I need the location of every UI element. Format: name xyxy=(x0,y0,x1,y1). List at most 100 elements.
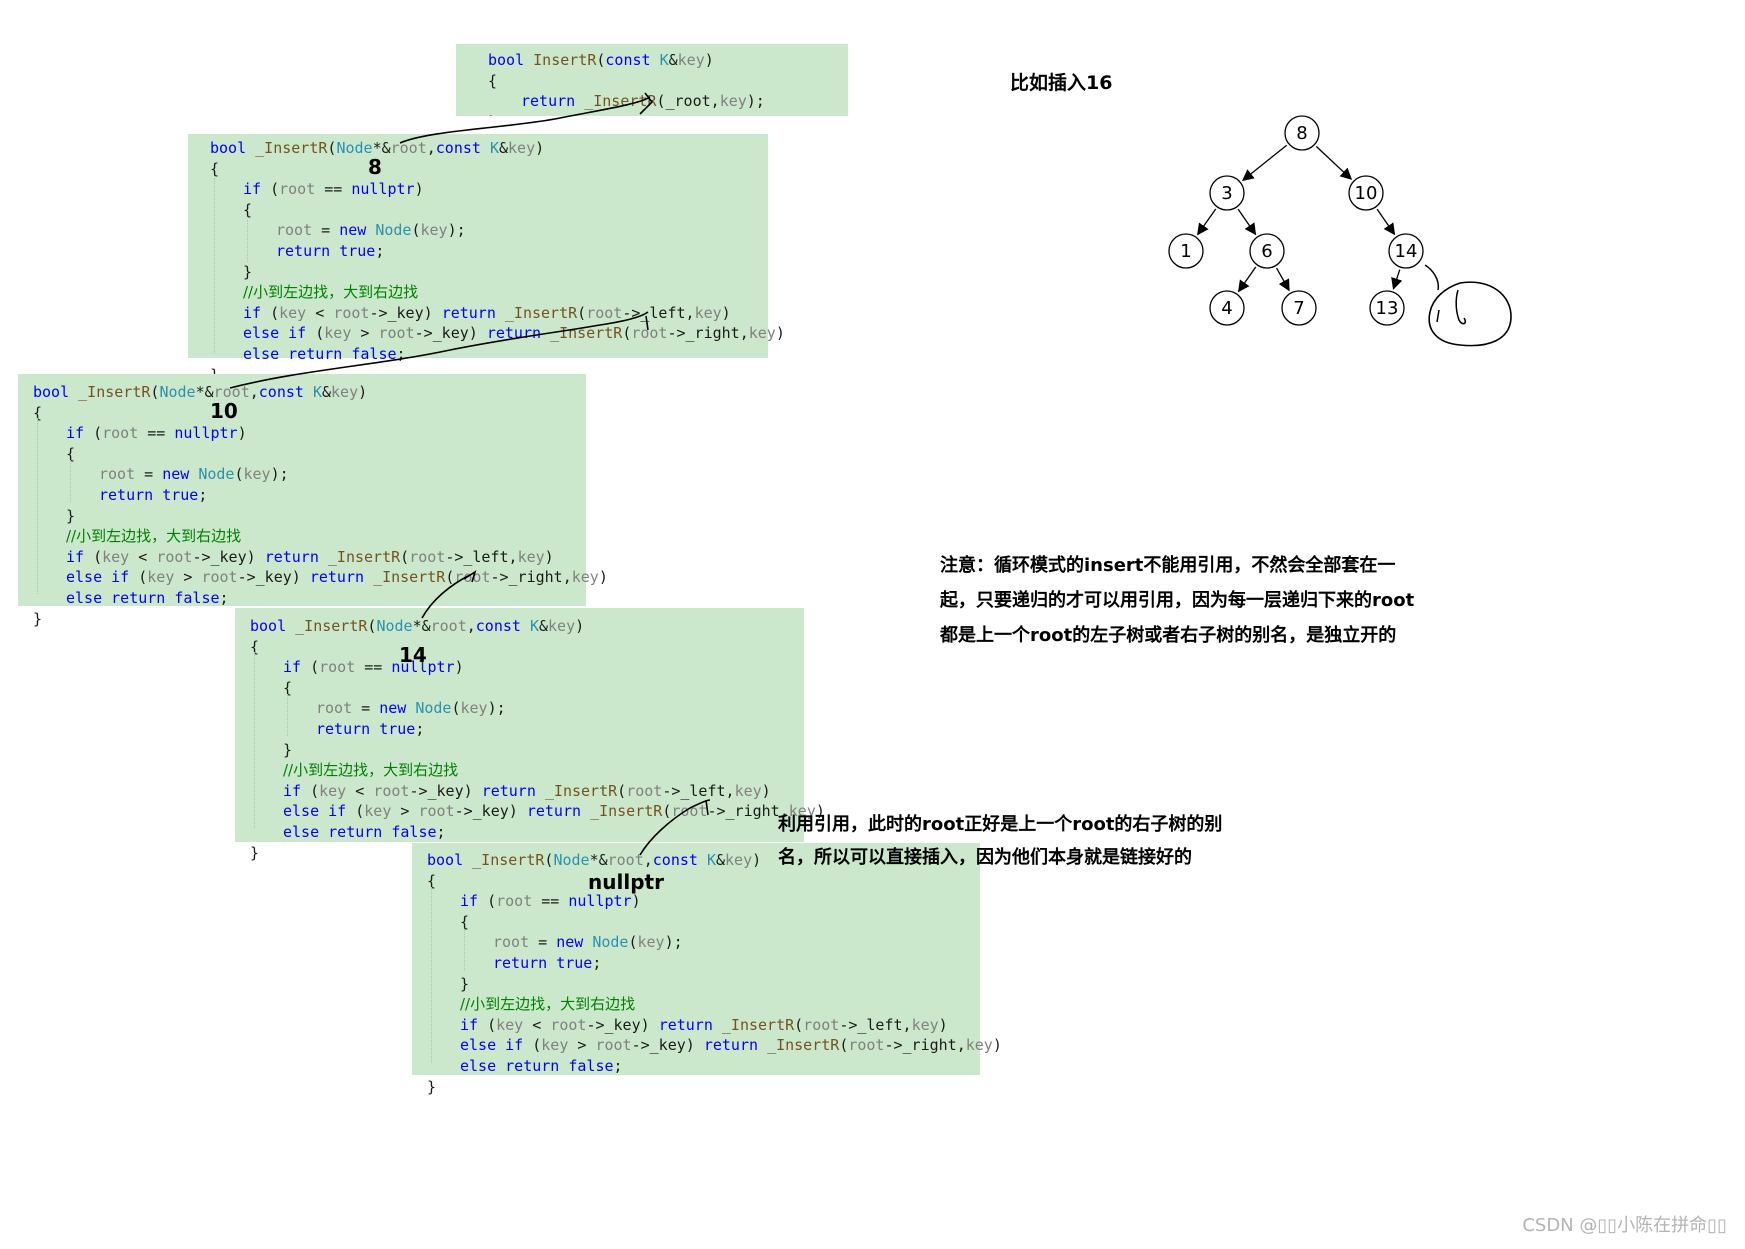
code-token: true xyxy=(339,241,376,260)
code-token: return xyxy=(521,92,576,111)
code-token xyxy=(496,304,505,322)
code-token: return xyxy=(328,822,383,841)
code-token: root xyxy=(496,892,533,911)
tree-node-label: 8 xyxy=(1296,123,1307,144)
code-token: } xyxy=(283,740,293,759)
code-token: ( xyxy=(662,802,672,821)
tree-node-circle xyxy=(1249,233,1285,269)
function-code-line: //小到左边找，大到右边找 xyxy=(210,282,768,303)
code-token xyxy=(496,1057,505,1075)
code-token: = xyxy=(312,221,340,240)
tree-edge xyxy=(1237,208,1257,236)
note-line: 利用引用，此时的root正好是上一个root的右子树的别 xyxy=(778,814,1223,835)
function-code-line: return true; xyxy=(250,719,804,740)
code-token: if xyxy=(283,658,302,677)
wrapper-code-line: } xyxy=(488,112,848,116)
code-token: == xyxy=(138,424,175,443)
code-token: root xyxy=(276,221,313,240)
function-code-line: //小到左边找，大到右边找 xyxy=(250,760,804,781)
indent-guide xyxy=(431,887,432,1063)
function-code-line: { xyxy=(210,200,768,221)
code-token: ; xyxy=(613,1056,623,1075)
code-token: key xyxy=(517,547,545,566)
note-line: 都是上一个root的左子树或者右子树的别名，是独立开的 xyxy=(940,625,1397,646)
code-token xyxy=(319,548,328,566)
function-code-line: if (key < root->_key) return _InsertR(ro… xyxy=(427,1015,980,1036)
code-token: root xyxy=(378,324,415,343)
code-token: < xyxy=(306,303,334,322)
indent-guide xyxy=(464,929,465,971)
code-token: ->_key) xyxy=(369,303,442,322)
code-token: true xyxy=(379,719,416,738)
code-token xyxy=(102,589,111,607)
code-token: key xyxy=(324,324,352,343)
indent-guide xyxy=(247,220,248,262)
code-token: root xyxy=(418,802,455,821)
code-token: & xyxy=(668,51,678,69)
code-token: root xyxy=(316,699,353,718)
code-token: } xyxy=(460,974,470,993)
code-token: Node xyxy=(415,699,452,718)
code-token: *& xyxy=(195,383,214,401)
code-token: _InsertR xyxy=(255,139,328,157)
code-token: ( xyxy=(451,699,461,718)
function-code-line: return true; xyxy=(427,953,980,974)
code-token xyxy=(698,851,707,869)
code-token: return xyxy=(505,1056,560,1075)
code-token: root xyxy=(550,1015,587,1034)
tree-edges xyxy=(1197,144,1403,293)
code-token: key xyxy=(677,51,705,69)
inserted-node-sketch-circle xyxy=(1428,281,1512,347)
tree-node-circle xyxy=(1388,233,1424,269)
code-token: false xyxy=(174,588,220,607)
code-token: if xyxy=(460,892,479,911)
code-token xyxy=(364,568,373,586)
function-code-line: { xyxy=(250,678,804,699)
code-token: ( xyxy=(261,180,280,199)
code-token: return xyxy=(481,781,536,800)
code-token xyxy=(102,568,111,586)
wrapper-code-line: { xyxy=(488,71,848,92)
code-token: , xyxy=(426,139,436,157)
code-token: _InsertR xyxy=(550,324,623,343)
code-token: const xyxy=(258,383,304,401)
code-token: & xyxy=(539,617,549,635)
tree-node-label: 4 xyxy=(1221,298,1232,319)
code-token: Node xyxy=(198,465,235,484)
code-token: if xyxy=(66,547,85,566)
code-token: ( xyxy=(129,568,148,587)
code-token: K xyxy=(489,139,499,157)
code-token: root xyxy=(319,658,356,677)
code-token: < xyxy=(129,547,157,566)
call-label-8: 8 xyxy=(368,155,382,179)
code-token: ) xyxy=(752,851,762,869)
indent-guide xyxy=(214,178,215,354)
code-token: else xyxy=(283,822,320,841)
code-token: key xyxy=(788,802,816,821)
code-token: root xyxy=(454,568,491,587)
code-token: ->_left, xyxy=(445,547,518,566)
code-token: return xyxy=(309,568,365,587)
code-token: false xyxy=(568,1056,614,1075)
code-token xyxy=(286,617,295,635)
function-code-line: } xyxy=(427,1077,980,1098)
code-token: ); xyxy=(487,699,506,718)
note-line: 注意：循环模式的insert不能用引用，不然会全部套在一 xyxy=(940,555,1396,576)
note-loop-vs-recursion: 注意：循环模式的insert不能用引用，不然会全部套在一 起，只要递归的才可以用… xyxy=(940,548,1414,653)
code-token xyxy=(153,486,162,504)
function-code-line: root = new Node(key); xyxy=(250,698,804,719)
recursion-frame-3: bool _InsertR(Node*&root,const K&key){if… xyxy=(235,608,825,862)
code-token: { xyxy=(66,444,76,463)
code-token xyxy=(319,823,328,841)
code-token: InsertR xyxy=(533,51,597,69)
code-token: _InsertR xyxy=(590,802,663,821)
code-token: root xyxy=(631,324,668,343)
function-code-line: if (key < root->_key) return _InsertR(ro… xyxy=(250,781,804,802)
code-token: if xyxy=(505,1036,524,1055)
code-token xyxy=(463,851,472,869)
code-token: = xyxy=(529,933,557,952)
code-token: return xyxy=(526,802,582,821)
code-token: { xyxy=(427,871,437,890)
code-token: ; xyxy=(436,822,446,841)
function-code-line: else if (key > root->_key) return _Inser… xyxy=(210,323,785,344)
